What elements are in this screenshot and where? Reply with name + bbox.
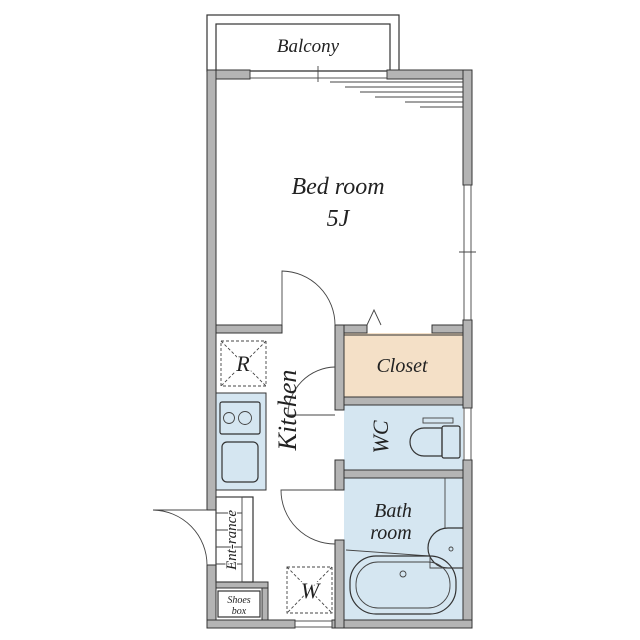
walls (206, 69, 473, 629)
bedroom-door[interactable] (281, 270, 336, 326)
sink-icon (221, 441, 259, 483)
burner-icon (223, 412, 235, 424)
refrigerator-space: R (220, 340, 267, 387)
balcony-label: Balcony (277, 36, 340, 57)
wc-label: WC (368, 420, 393, 453)
entrance-label: Ent-rance (224, 510, 240, 571)
bedroom-size: 5J (327, 206, 351, 232)
shoes-box: Shoes box (217, 590, 261, 618)
doors (152, 270, 382, 566)
shoes-box-label-1: Shoes (227, 595, 250, 606)
kitchen-counter (215, 392, 267, 491)
shoes-box-label-2: box (232, 606, 247, 617)
toilet-icon (409, 417, 461, 459)
entrance-door[interactable] (152, 509, 208, 566)
bath-door[interactable] (280, 489, 336, 545)
bath-label-1: Bath (374, 500, 412, 522)
washer-label: W (301, 578, 321, 603)
bathroom-fixtures (345, 478, 463, 615)
wc-area (344, 405, 463, 470)
windows (249, 66, 476, 628)
entrance-area: Ent-rance (215, 496, 254, 583)
bathtub-icon (349, 555, 457, 615)
wc-door[interactable] (287, 366, 336, 416)
stove-icon (219, 401, 261, 435)
refrigerator-label: R (235, 351, 250, 376)
balcony: Balcony (206, 14, 400, 72)
burner-icon (238, 411, 252, 425)
closet-door[interactable] (366, 308, 382, 326)
kitchen-label: Kitchen (273, 370, 302, 452)
bath-label-2: room (370, 522, 411, 544)
bedroom-label: Bed room (291, 174, 384, 200)
closet-label: Closet (376, 355, 428, 377)
washer-space: W (286, 566, 333, 614)
bathroom-area (344, 478, 463, 620)
